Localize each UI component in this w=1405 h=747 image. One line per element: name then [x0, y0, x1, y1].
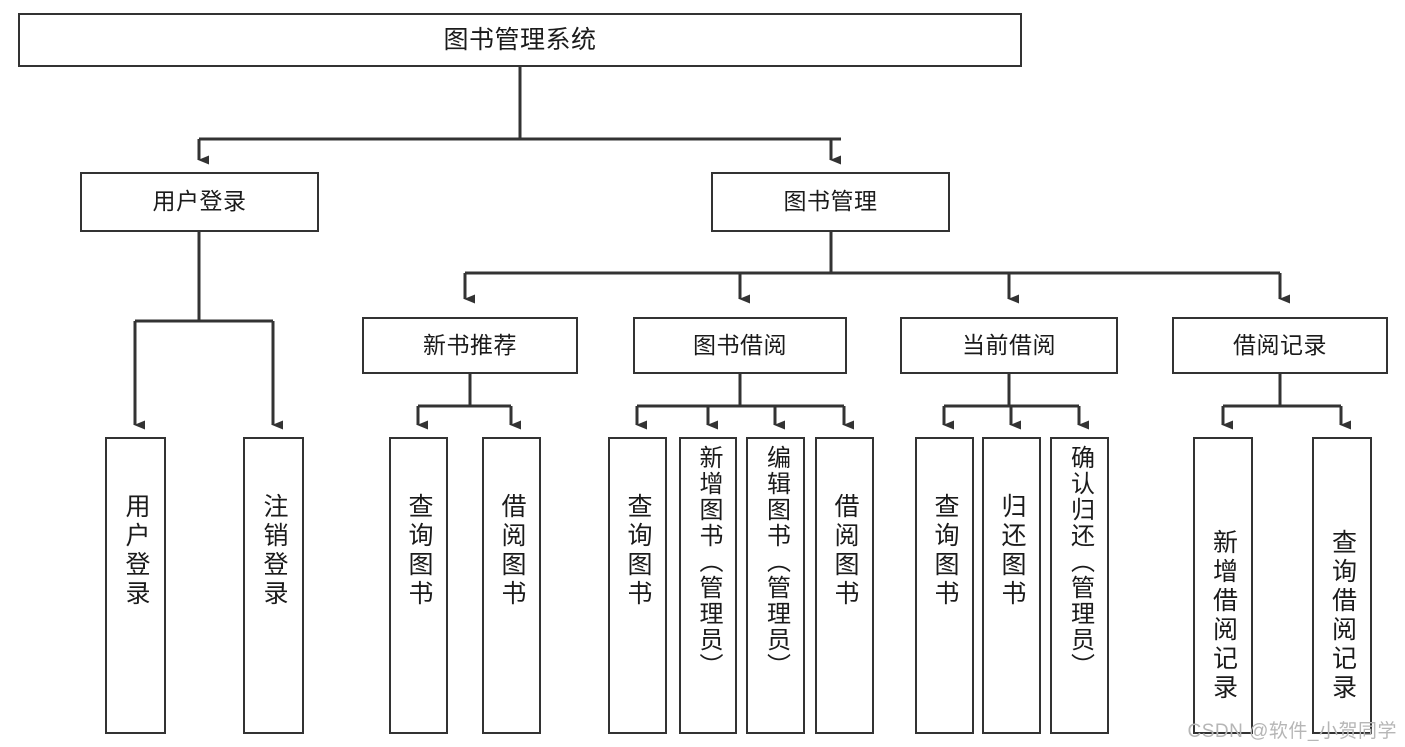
node-borrow-record[interactable]: 借阅记录 [1172, 317, 1388, 374]
node-label: 用户登录 [122, 493, 150, 609]
node-user-login[interactable]: 用户登录 [80, 172, 319, 232]
node-label: 借阅记录 [1233, 331, 1327, 358]
node-label: 新增借阅记录 [1209, 529, 1238, 703]
leaf-query-book-2[interactable]: 查询图书 [608, 437, 667, 734]
node-label: 查询借阅记录 [1328, 529, 1357, 703]
leaf-add-book[interactable]: 新增图书（管理员） [679, 437, 737, 734]
node-label: 图书管理 [783, 188, 878, 215]
leaf-return-book[interactable]: 归还图书 [982, 437, 1041, 734]
leaf-logout[interactable]: 注销登录 [243, 437, 304, 734]
node-label: 归还图书 [998, 493, 1026, 609]
leaf-query-record[interactable]: 查询借阅记录 [1312, 437, 1372, 734]
node-label: 编辑图书（管理员） [762, 445, 790, 679]
node-label: 新增图书（管理员） [695, 445, 722, 679]
node-label: 注销登录 [260, 493, 288, 609]
node-label: 图书借阅 [693, 331, 787, 358]
leaf-user-login[interactable]: 用户登录 [105, 437, 166, 734]
leaf-query-book-1[interactable]: 查询图书 [389, 437, 448, 734]
node-label: 图书管理系统 [443, 26, 597, 54]
node-label: 借阅图书 [831, 493, 859, 609]
node-book-borrow[interactable]: 图书借阅 [633, 317, 847, 374]
node-label: 查询图书 [624, 493, 652, 609]
node-book-manage[interactable]: 图书管理 [711, 172, 950, 232]
leaf-borrow-book-1[interactable]: 借阅图书 [482, 437, 541, 734]
node-label: 查询图书 [405, 493, 433, 609]
node-label: 查询图书 [931, 493, 959, 609]
watermark-text: CSDN @软件_小贺同学 [1187, 721, 1397, 742]
leaf-add-record[interactable]: 新增借阅记录 [1193, 437, 1253, 734]
node-root-system[interactable]: 图书管理系统 [18, 13, 1022, 67]
node-new-book-recommend[interactable]: 新书推荐 [362, 317, 578, 374]
leaf-query-book-3[interactable]: 查询图书 [915, 437, 974, 734]
node-label: 用户登录 [152, 188, 247, 215]
node-label: 确认归还（管理员） [1066, 445, 1094, 679]
node-label: 新书推荐 [423, 331, 517, 358]
leaf-borrow-book-2[interactable]: 借阅图书 [815, 437, 874, 734]
node-label: 当前借阅 [962, 331, 1056, 358]
node-current-borrow[interactable]: 当前借阅 [900, 317, 1118, 374]
leaf-confirm-return[interactable]: 确认归还（管理员） [1050, 437, 1109, 734]
node-label: 借阅图书 [498, 493, 526, 609]
leaf-edit-book[interactable]: 编辑图书（管理员） [746, 437, 805, 734]
